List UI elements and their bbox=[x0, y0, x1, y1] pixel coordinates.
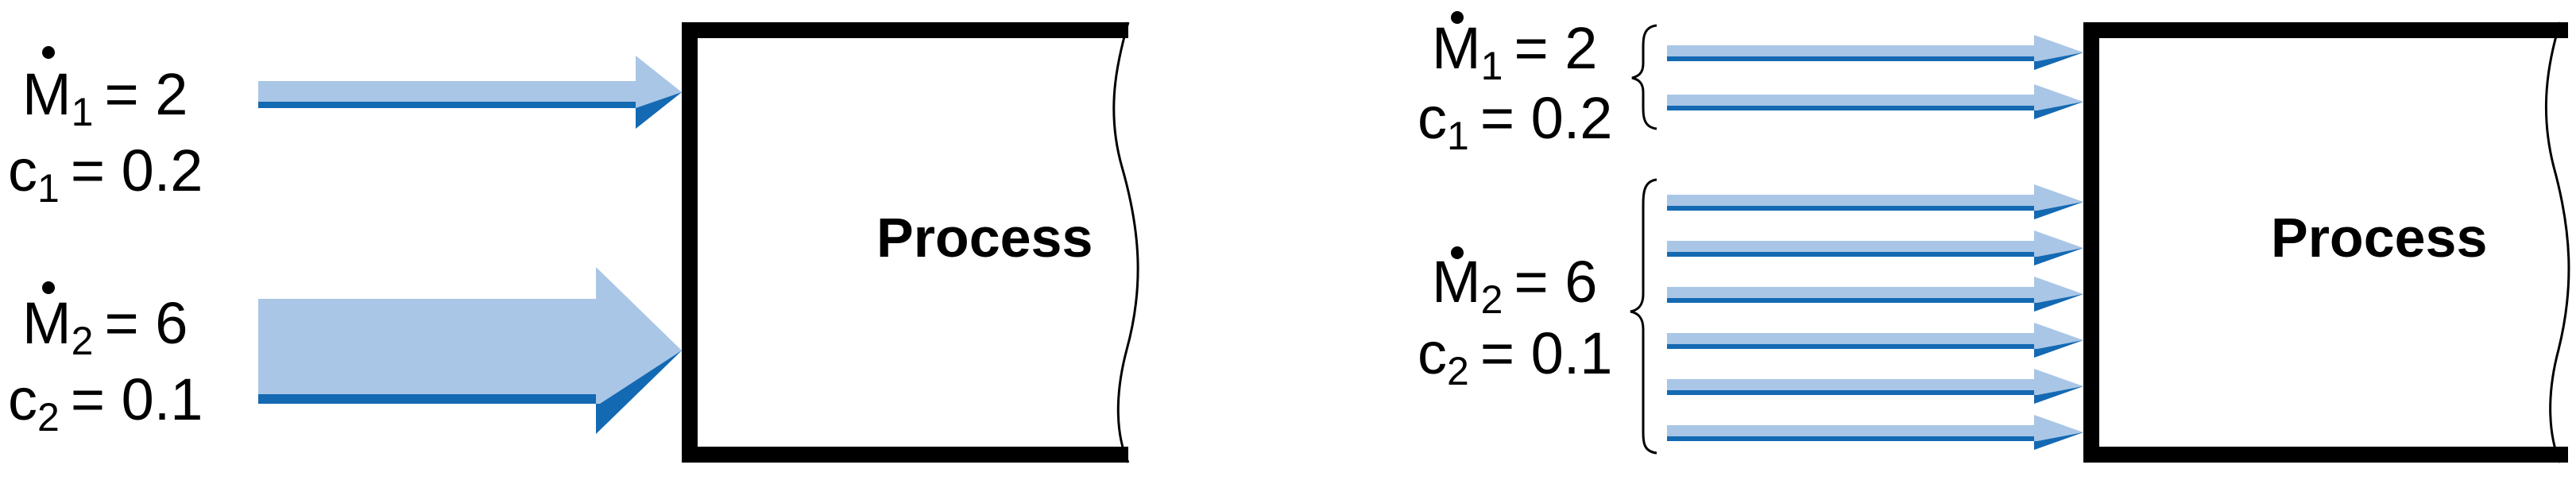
right-stream2-flow-label: M2= 6 bbox=[1432, 246, 1597, 322]
left-process-box bbox=[682, 22, 1128, 463]
left-stream1-flow-label: M1= 2 bbox=[22, 46, 188, 134]
right-stream2-brace bbox=[1630, 178, 1657, 455]
right-stream1-dot bbox=[1451, 11, 1464, 24]
right-stream2-unit-arrow-2 bbox=[1667, 230, 2083, 265]
right-process-box bbox=[2083, 22, 2568, 463]
right-stream1-flow-label: M1= 2 bbox=[1432, 11, 1597, 88]
left-stream1-conc-label: c1= 0.2 bbox=[8, 137, 203, 211]
svg-text:M1= 2: M1= 2 bbox=[22, 61, 188, 134]
left-stream2-arrow bbox=[258, 267, 682, 434]
right-process-box-wavy-edge bbox=[2544, 21, 2570, 463]
left-stream2-dot bbox=[42, 281, 55, 294]
left-stream1-dot bbox=[42, 46, 55, 59]
svg-text:M1= 2: M1= 2 bbox=[1432, 15, 1597, 88]
right-stream2-arrows bbox=[1667, 184, 2083, 450]
right-stream1-brace bbox=[1631, 24, 1657, 130]
left-panel: Process M1= 2 c1= 0.2 M2= 6 c2= 0.1 bbox=[8, 21, 1139, 463]
right-stream2-unit-arrow-4 bbox=[1667, 323, 2083, 358]
right-panel: Process M1= 2 c1= 0.2 M2= 6 c2= 0.1 bbox=[1418, 11, 2570, 463]
right-stream2-conc-label: c2= 0.1 bbox=[1418, 320, 1612, 393]
svg-text:M2= 6: M2= 6 bbox=[1432, 249, 1597, 322]
right-stream1-unit-arrow-2 bbox=[1667, 84, 2083, 119]
right-stream2-unit-arrow-1 bbox=[1667, 184, 2083, 219]
left-process-box-wavy-edge bbox=[1112, 21, 1139, 463]
left-stream2-conc-label: c2= 0.1 bbox=[8, 366, 203, 440]
svg-text:M2= 6: M2= 6 bbox=[22, 290, 188, 363]
left-stream2-flow-label: M2= 6 bbox=[22, 281, 188, 363]
right-stream2-unit-arrow-5 bbox=[1667, 369, 2083, 404]
right-stream1-arrows bbox=[1667, 35, 2083, 119]
left-process-label: Process bbox=[876, 207, 1093, 269]
right-stream2-unit-arrow-3 bbox=[1667, 277, 2083, 312]
right-stream2-unit-arrow-6 bbox=[1667, 415, 2083, 450]
right-process-label: Process bbox=[2271, 207, 2487, 269]
left-stream1-arrow bbox=[258, 56, 682, 129]
right-stream2-dot bbox=[1451, 246, 1464, 259]
right-stream1-conc-label: c1= 0.2 bbox=[1418, 85, 1612, 158]
right-stream1-unit-arrow-1 bbox=[1667, 35, 2083, 70]
